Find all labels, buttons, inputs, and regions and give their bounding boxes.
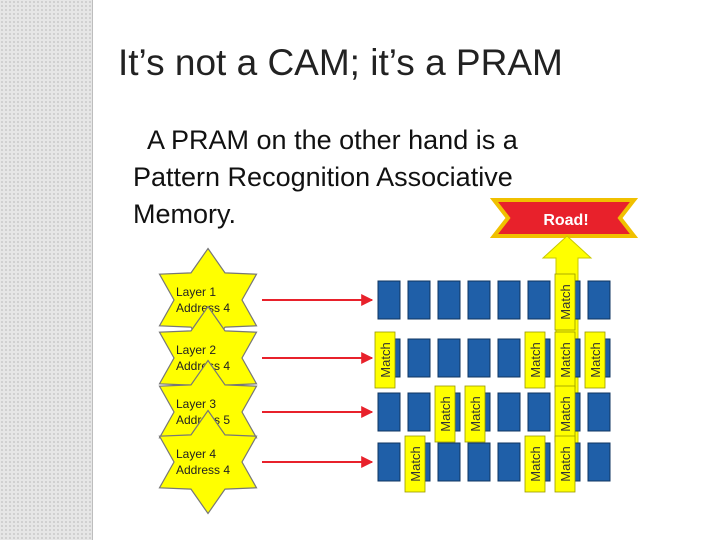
match-box: Match [524, 331, 546, 389]
layer-1-address: Address 4 [176, 301, 230, 315]
layer-4-address: Address 4 [176, 463, 230, 477]
match-box: Match [434, 385, 456, 443]
memory-cell [467, 280, 491, 320]
memory-cell [407, 338, 431, 378]
match-box: Match [554, 385, 576, 443]
match-label: Match [558, 284, 573, 319]
match-box: Match [554, 273, 576, 331]
memory-cell [407, 392, 431, 432]
match-label: Match [558, 446, 573, 481]
match-label: Match [528, 446, 543, 481]
memory-cell [467, 442, 491, 482]
match-box-bg [584, 331, 606, 389]
memory-cell [497, 392, 521, 432]
match-label: Match [468, 396, 483, 431]
memory-cell [467, 338, 491, 378]
match-label: Match [438, 396, 453, 431]
layer-rows: Layer 1 Address 4 Layer 2 Address 4 Layer 3 A… [158, 247, 374, 515]
match-box-bg [554, 435, 576, 493]
layer-3-label: Layer 3 [176, 397, 216, 411]
match-box: Match [554, 435, 576, 493]
match-label: Match [588, 342, 603, 377]
layer-4-star-icon [158, 409, 258, 515]
match-box: Match [554, 331, 576, 389]
layer-1-label: Layer 1 [176, 285, 216, 299]
match-box: Match [464, 385, 486, 443]
match-box-bg [464, 385, 486, 443]
bullet-text-line-2: Pattern Recognition Associative [133, 162, 513, 192]
memory-cell [497, 338, 521, 378]
memory-cell [377, 280, 401, 320]
match-box-bg [554, 273, 576, 331]
match-label: Match [558, 342, 573, 377]
slide-title: It’s not a CAM; it’s a PRAM [118, 42, 563, 83]
match-label: Match [378, 342, 393, 377]
bullet-text-line-3: Memory. [133, 199, 237, 229]
bullet-text-line-1: A PRAM on the other hand is a [147, 125, 518, 155]
memory-cell [587, 392, 611, 432]
memory-cell [407, 280, 431, 320]
match-box-bg [374, 331, 396, 389]
memory-cell [527, 392, 551, 432]
layer-4-label: Layer 4 [176, 447, 216, 461]
bullet-line-1: A PRAM on the other hand is a [133, 122, 633, 159]
memory-cell [587, 280, 611, 320]
match-label: Match [528, 342, 543, 377]
memory-cell [497, 442, 521, 482]
match-box: Match [374, 331, 396, 389]
memory-cell [527, 280, 551, 320]
bullet-paragraph: A PRAM on the other hand is a Pattern Re… [133, 122, 633, 233]
road-sign-badge [489, 198, 639, 238]
match-box-bg [524, 435, 546, 493]
memory-cell [437, 338, 461, 378]
match-box-bg [524, 331, 546, 389]
layer-2-label: Layer 2 [176, 343, 216, 357]
left-decorative-band [0, 0, 92, 540]
match-box: Match [404, 435, 426, 493]
match-label: Match [408, 446, 423, 481]
match-label: Match [558, 396, 573, 431]
match-box-bg [404, 435, 426, 493]
memory-cell [377, 442, 401, 482]
layer-2-address: Address 4 [176, 359, 230, 373]
memory-cell [497, 280, 521, 320]
memory-cell [437, 442, 461, 482]
memory-cell [587, 442, 611, 482]
match-box-bg [434, 385, 456, 443]
left-divider [92, 0, 93, 540]
match-box: Match [524, 435, 546, 493]
memory-cell [377, 392, 401, 432]
match-box: Match [584, 331, 606, 389]
road-sign: Road! [489, 198, 639, 238]
memory-cell [437, 280, 461, 320]
road-sign-label: Road! [543, 212, 588, 229]
